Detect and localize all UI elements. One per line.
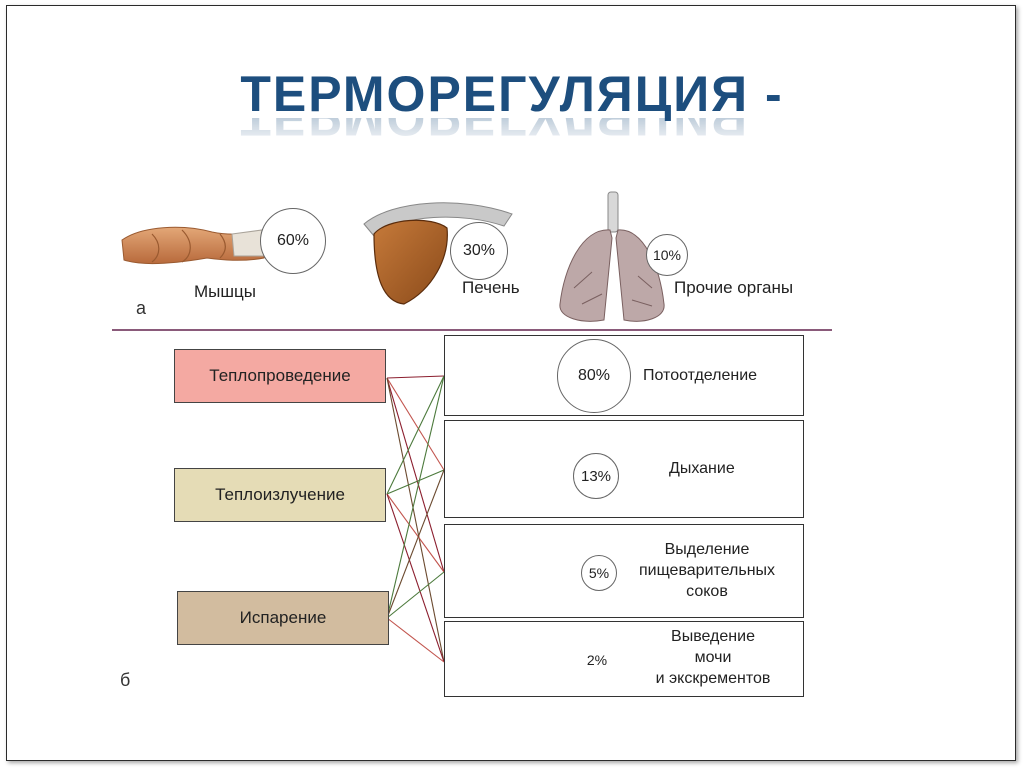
mechanism-box-conduction: Теплопроведение (174, 349, 386, 403)
panel-a-letter: а (136, 298, 147, 318)
digestive-label-line: Выделение (664, 541, 750, 558)
route-box-excretion: 2% Выведение мочи и экскрементов (444, 621, 804, 697)
digestive-percent-circle: 5% (581, 555, 617, 591)
breathing-label: Дыхание (669, 460, 735, 477)
breathing-percent-circle: 13% (573, 453, 619, 499)
breathing-percent: 13% (580, 467, 612, 485)
excretion-label-line: и экскрементов (655, 670, 771, 687)
digestive-percent: 5% (588, 565, 610, 581)
liver-percent-circle: 30% (450, 222, 508, 280)
sweating-label: Потоотделение (643, 367, 758, 384)
mechanism-label: Теплопроведение (209, 366, 351, 385)
route-box-sweating: 80% Потоотделение (444, 335, 804, 416)
excretion-label-line: Выведение (671, 628, 755, 645)
connector-lines (386, 375, 445, 663)
title-area: ТЕРМОРЕГУЛЯЦИЯ - ТЕРМОРЕГУЛЯЦИЯ - (0, 64, 1024, 148)
digestive-label-line: пищеварительных (638, 562, 776, 579)
sweating-percent-circle: 80% (557, 339, 631, 413)
liver-label: Печень (462, 278, 520, 297)
mechanism-label: Испарение (239, 608, 327, 627)
muscle-percent-circle: 60% (260, 208, 326, 274)
muscle-icon (121, 226, 265, 265)
other-organs-label: Прочие органы (674, 278, 794, 297)
excretion-label: Выведение мочи и экскрементов (633, 626, 793, 689)
excretion-percent-circle: 2% (581, 644, 613, 676)
slide-title-reflection: ТЕРМОРЕГУЛЯЦИЯ - (240, 118, 784, 146)
muscle-label: Мышцы (194, 282, 256, 301)
sweating-percent: 80% (577, 367, 611, 384)
muscle-percent: 60% (276, 232, 310, 249)
panel-b-letter: б (120, 670, 131, 690)
slide-title: ТЕРМОРЕГУЛЯЦИЯ - (240, 66, 784, 122)
digestive-label-line: соков (686, 583, 728, 600)
other-organs-percent-circle: 10% (646, 234, 688, 276)
route-box-digestive: 5% Выделение пищеварительных соков (444, 524, 804, 618)
mechanism-box-radiation: Теплоизлучение (174, 468, 386, 522)
other-organs-percent: 10% (652, 247, 682, 263)
lungs-icon (559, 191, 665, 322)
excretion-label-line: мочи (694, 649, 732, 666)
liver-icon (363, 202, 513, 305)
excretion-percent: 2% (586, 652, 608, 668)
route-box-breathing: 13% Дыхание (444, 420, 804, 518)
mechanism-label: Теплоизлучение (215, 485, 345, 504)
thermoregulation-figure: 60% Мышцы 30% Печень 10% Прочие органы а… (112, 178, 832, 702)
panel-divider (112, 329, 832, 331)
digestive-label: Выделение пищеварительных соков (621, 539, 793, 602)
liver-percent: 30% (462, 242, 496, 259)
mechanism-box-evaporation: Испарение (177, 591, 389, 645)
